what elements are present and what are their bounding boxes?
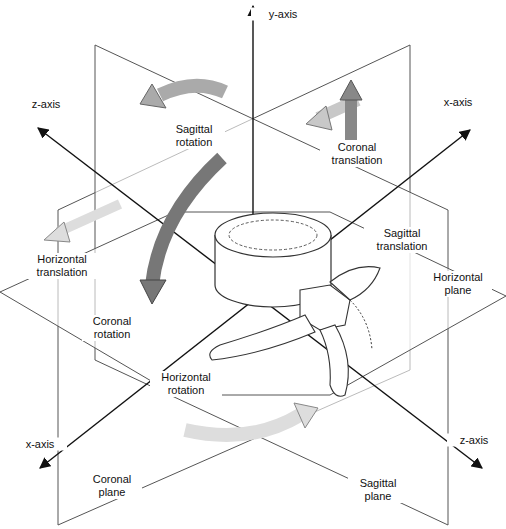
plane-label: Sagittal plane xyxy=(348,477,408,503)
plane-label: Coronal plane xyxy=(82,473,142,499)
motion-label: Sagittal rotation xyxy=(163,123,225,149)
axis-label: x-axis xyxy=(13,438,67,451)
axis-label: y-axis xyxy=(251,8,315,21)
motion-label: Sagittal translation xyxy=(364,227,440,253)
axis-label: x-axis xyxy=(431,96,485,109)
motion-label: Coronal rotation xyxy=(82,315,142,341)
motion-label: Horizontal rotation xyxy=(150,371,222,397)
axis-label: z-axis xyxy=(447,434,501,447)
motion-label: Coronal translation xyxy=(320,141,394,167)
motion-label: Horizontal translation xyxy=(20,253,104,279)
plane-label: Horizontal plane xyxy=(424,271,492,297)
axis-label: z-axis xyxy=(19,98,73,111)
